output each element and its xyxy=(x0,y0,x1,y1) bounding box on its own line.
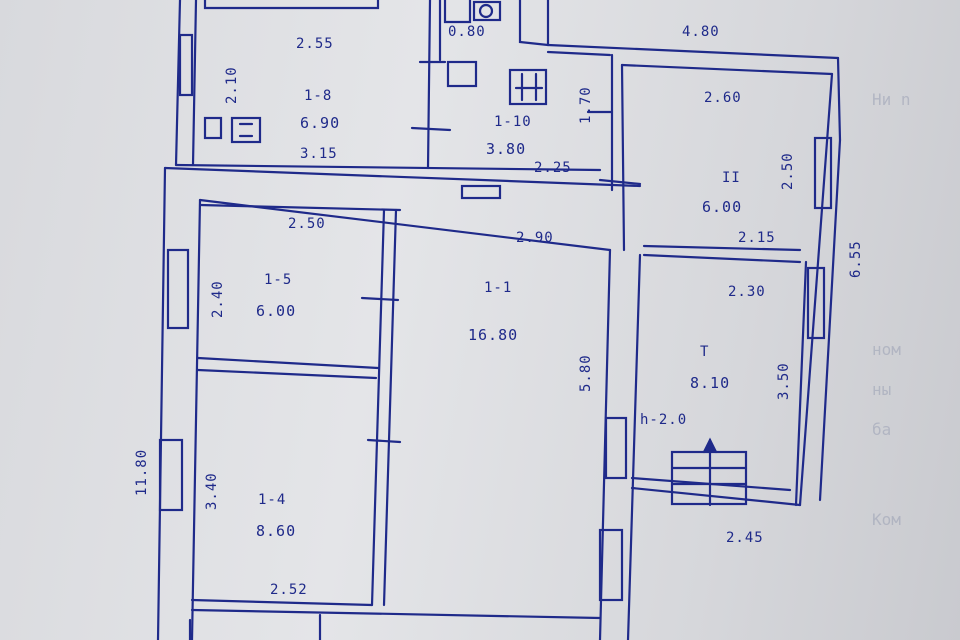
wall xyxy=(190,598,374,607)
dimension-label: 3.15 xyxy=(300,146,338,162)
dimension-label: 5.80 xyxy=(578,354,594,392)
faint-form-text: Ни n xyxy=(872,90,911,109)
faint-form-text: ба xyxy=(872,420,892,439)
door-mark xyxy=(360,60,614,444)
room-name: II xyxy=(722,170,741,186)
faint-form-text: ны xyxy=(872,380,892,399)
wall xyxy=(443,0,472,24)
dimension-label: 0.80 xyxy=(448,24,486,40)
fixture xyxy=(446,60,478,88)
wall xyxy=(620,63,626,252)
fixture xyxy=(478,3,494,19)
dimension-label: 2.45 xyxy=(726,530,764,546)
fixture xyxy=(508,68,548,106)
wall xyxy=(382,208,398,607)
wall xyxy=(198,203,402,212)
wall xyxy=(620,63,834,76)
dimension-label: 3.50 xyxy=(776,362,792,400)
dimension-label: 2.50 xyxy=(780,152,796,190)
fixture xyxy=(514,72,544,102)
wall xyxy=(370,208,386,607)
stairs-arrow xyxy=(702,437,718,454)
room-area: 3.80 xyxy=(486,140,527,158)
wall xyxy=(190,198,202,640)
wall xyxy=(798,72,834,507)
window xyxy=(598,528,624,602)
dimension-label: 2.25 xyxy=(534,160,572,176)
window xyxy=(604,416,628,480)
wall xyxy=(794,260,808,507)
room-area: 8.60 xyxy=(256,522,297,540)
room-name: 1-4 xyxy=(258,492,287,508)
wall xyxy=(836,56,842,142)
dimension-label: 11.80 xyxy=(134,448,150,496)
faint-form-text: ном xyxy=(872,340,901,359)
wall xyxy=(630,486,802,507)
fixture xyxy=(230,116,262,144)
window xyxy=(158,438,184,512)
faint-form-text: Ком xyxy=(872,510,901,529)
dimension-label: 2.10 xyxy=(224,66,240,104)
dimension-label: 2.52 xyxy=(270,582,308,598)
fixture xyxy=(472,0,502,22)
dimension-label: 2.90 xyxy=(516,230,554,246)
dimension-label: 2.50 xyxy=(288,216,326,232)
dimension-label: 2.40 xyxy=(210,280,226,318)
wall xyxy=(191,0,198,167)
room-area: 6.00 xyxy=(702,198,743,216)
room-area: 6.00 xyxy=(256,302,297,320)
fixture xyxy=(203,116,223,140)
wall xyxy=(203,0,380,10)
dimension-label: 4.80 xyxy=(682,24,720,40)
window xyxy=(166,248,190,330)
dimension-label: 2.15 xyxy=(738,230,776,246)
height-note: h-2.0 xyxy=(640,412,688,428)
dimension-label: 2.60 xyxy=(704,90,742,106)
wall xyxy=(190,608,602,620)
dimension-label: 6.55 xyxy=(848,240,864,278)
window xyxy=(806,266,826,340)
room-area: 8.10 xyxy=(690,374,731,392)
wall xyxy=(196,356,380,370)
dimension-label: 2.55 xyxy=(296,36,334,52)
wall xyxy=(174,0,182,167)
wall xyxy=(818,138,842,502)
room-name: 1-1 xyxy=(484,280,513,296)
wall xyxy=(642,244,802,252)
wall xyxy=(598,178,642,186)
room-area: 16.80 xyxy=(468,326,519,344)
dimension-label: 3.40 xyxy=(204,472,220,510)
wall xyxy=(626,253,642,640)
wall xyxy=(196,368,378,380)
wall xyxy=(156,166,167,640)
window xyxy=(178,33,194,97)
dimension-label: 2.30 xyxy=(728,284,766,300)
wall xyxy=(642,253,802,264)
wall xyxy=(426,0,432,170)
wall xyxy=(163,166,642,188)
wall xyxy=(198,198,612,252)
wall xyxy=(174,163,602,172)
window xyxy=(460,184,502,200)
room-name: T xyxy=(700,344,710,360)
window xyxy=(813,136,833,210)
dimension-label: 1.70 xyxy=(578,86,594,124)
room-name: 1-8 xyxy=(304,88,333,104)
room-name: 1-5 xyxy=(264,272,293,288)
room-name: 1-10 xyxy=(494,114,532,130)
room-area: 6.90 xyxy=(300,114,341,132)
fixture xyxy=(238,122,254,138)
wall xyxy=(546,43,840,60)
wall xyxy=(518,0,550,47)
wall xyxy=(546,50,612,57)
